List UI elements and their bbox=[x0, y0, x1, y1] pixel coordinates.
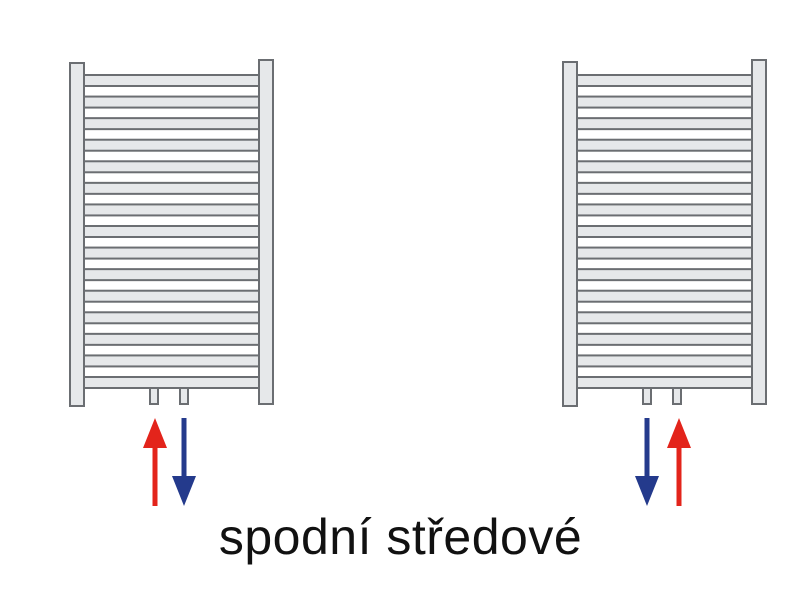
return-arrow-left-shaft bbox=[181, 418, 187, 478]
tube-bar bbox=[83, 268, 260, 282]
right-rail bbox=[751, 59, 767, 405]
tube-bar bbox=[576, 311, 753, 325]
tube-bar bbox=[576, 268, 753, 282]
tube-bar bbox=[576, 246, 753, 260]
tube-bar bbox=[576, 74, 753, 87]
tube-bar bbox=[83, 138, 260, 152]
tube-bar bbox=[576, 95, 753, 109]
tube-bar bbox=[576, 160, 753, 174]
tube-bar bbox=[576, 117, 753, 131]
supply-arrow-left-head bbox=[143, 418, 167, 448]
supply-arrow-right-shaft bbox=[676, 446, 682, 506]
tube-bar bbox=[576, 181, 753, 195]
tube-bar bbox=[83, 74, 260, 87]
tube-bar bbox=[83, 160, 260, 174]
connection-pipe bbox=[672, 387, 682, 405]
tube-bar bbox=[83, 289, 260, 303]
tube-bar bbox=[576, 225, 753, 238]
connection-pipe bbox=[642, 387, 652, 405]
connection-pipe bbox=[149, 387, 159, 405]
tube-bar bbox=[83, 246, 260, 260]
tube-bar bbox=[576, 354, 753, 368]
tube-bar bbox=[83, 117, 260, 131]
supply-arrow-left-shaft bbox=[152, 446, 158, 506]
tube-bar bbox=[83, 332, 260, 346]
left-radiator bbox=[69, 59, 274, 407]
tube-bar bbox=[83, 311, 260, 325]
left-rail bbox=[69, 62, 85, 407]
left-rail bbox=[562, 61, 578, 407]
tube-bar bbox=[576, 332, 753, 346]
tube-bar bbox=[83, 354, 260, 368]
supply-arrow-right-head bbox=[667, 418, 691, 448]
tube-bar bbox=[83, 203, 260, 217]
tube-bar bbox=[576, 203, 753, 217]
right-radiator bbox=[562, 59, 767, 407]
return-arrow-right-shaft bbox=[644, 418, 650, 478]
tube-bar bbox=[83, 95, 260, 109]
flow-arrows bbox=[143, 418, 691, 506]
return-arrow-left-head bbox=[172, 476, 196, 506]
return-arrow-right-head bbox=[635, 476, 659, 506]
tube-bar bbox=[83, 181, 260, 195]
connection-caption: spodní středové bbox=[218, 509, 583, 565]
tube-bar bbox=[576, 289, 753, 303]
tube-bar bbox=[576, 376, 753, 389]
tube-bar bbox=[576, 138, 753, 152]
tube-bar bbox=[83, 225, 260, 238]
connection-pipe bbox=[179, 387, 189, 405]
tube-bar bbox=[83, 376, 260, 389]
right-rail bbox=[258, 59, 274, 405]
